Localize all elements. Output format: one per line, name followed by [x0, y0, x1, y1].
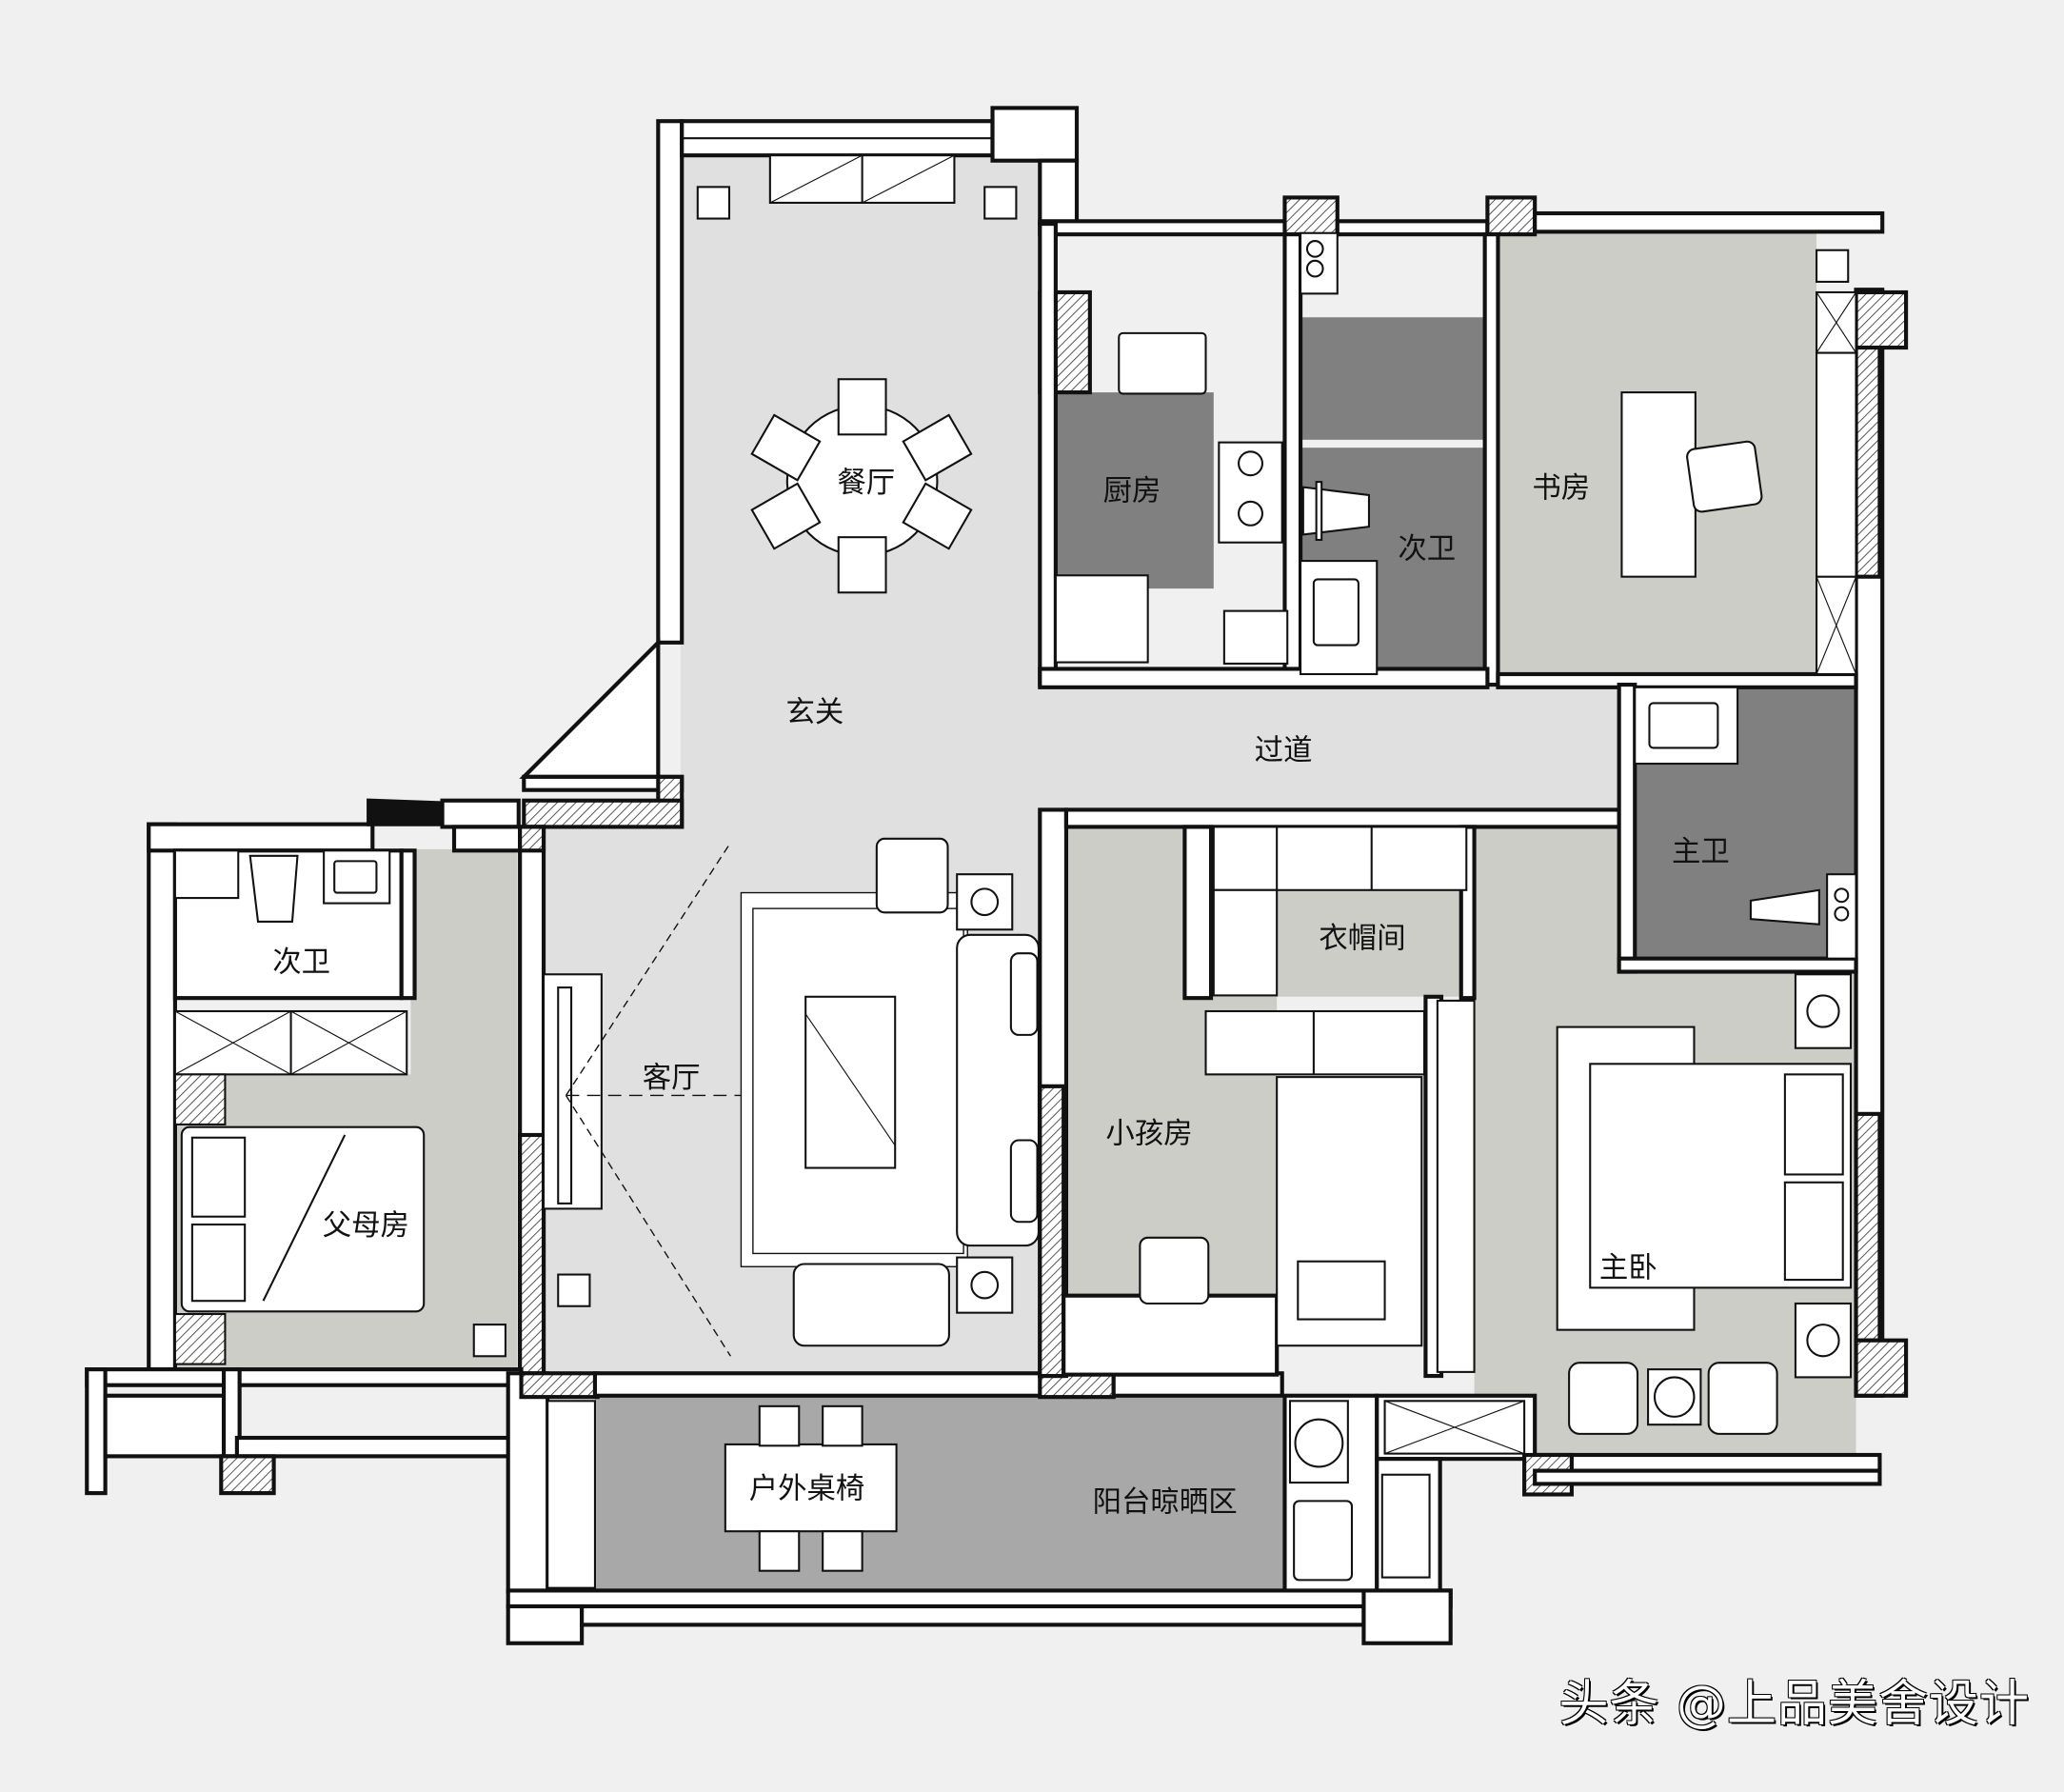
label-guest-bath-north: 次卫: [1398, 532, 1456, 566]
kitchen-sink-icon: [1118, 331, 1207, 395]
label-kitchen: 厨房: [1103, 474, 1161, 508]
plant-icon: [983, 186, 1018, 220]
lounge-chair-icon: [1707, 1362, 1778, 1435]
toilet-icon: [1301, 486, 1370, 536]
plant-icon: [472, 1324, 506, 1358]
label-outdoor-table: 户外桌椅: [749, 1473, 865, 1506]
label-foyer: 玄关: [785, 696, 843, 729]
plant-icon: [696, 186, 731, 220]
label-dining: 餐厅: [837, 467, 895, 500]
fridge-icon: [1054, 574, 1149, 664]
study-wardrobe: [1816, 290, 1857, 676]
plant-icon: [1816, 249, 1850, 283]
armchair-top: [875, 837, 949, 914]
watermark: 头条 @上品美舍设计: [1558, 1676, 2030, 1733]
study-chair-icon: [1686, 440, 1763, 513]
label-master-bath: 主卫: [1672, 835, 1730, 868]
label-corridor: 过道: [1255, 734, 1313, 767]
outdoor-table-icon: [724, 1443, 898, 1533]
desk-icon: [1620, 391, 1697, 578]
room-labels: 餐厅 厨房 次卫 书房 玄关 过道 主卫 次卫 父母房 客厅 小孩房 衣帽间 主…: [272, 467, 1730, 1519]
armchair-bottom: [792, 1263, 950, 1347]
tv-cabinet-icon: [542, 973, 603, 1210]
utility-sink-icon: [1293, 1500, 1354, 1582]
kids-chair-icon: [1139, 1236, 1210, 1305]
label-balcony: 阳台晾晒区: [1093, 1485, 1238, 1519]
label-parents-room: 父母房: [323, 1209, 409, 1243]
lounge-chair-icon: [1568, 1362, 1639, 1435]
label-living: 客厅: [643, 1062, 701, 1095]
coffee-table-icon: [804, 995, 897, 1169]
dining-table-icon: [750, 378, 973, 594]
label-master-bedroom: 主卧: [1599, 1251, 1657, 1284]
plant-icon: [557, 1273, 591, 1307]
label-study: 书房: [1532, 472, 1590, 506]
label-parents-bath: 次卫: [272, 946, 330, 980]
label-cloakroom: 衣帽间: [1319, 923, 1405, 956]
furniture: [173, 154, 1857, 1589]
label-kids-room: 小孩房: [1105, 1117, 1192, 1150]
